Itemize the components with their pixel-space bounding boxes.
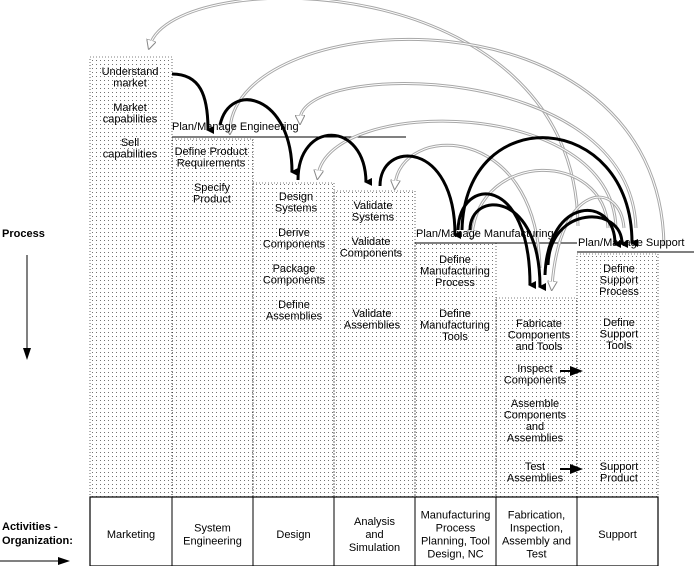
plan-manufacturing-label: Plan/Manage Manufacturing <box>416 228 554 240</box>
arrow-fabrication-to-support-tools <box>546 215 629 266</box>
column-system-engineering <box>171 138 254 498</box>
arrow-manufacturing-to-support <box>460 136 639 247</box>
plan-support-label: Plan/Manage Support <box>578 237 684 249</box>
arrow-manufacturing-to-fabrication <box>456 192 537 289</box>
arrow-market-to-engineering <box>171 72 215 134</box>
arrow-engineering-to-design <box>218 98 299 176</box>
arrow-analysis-to-manufacturing <box>378 154 462 239</box>
arrow-design-to-analysis <box>296 133 373 186</box>
plan-engineering-label: Plan/Manage Engineering <box>172 121 299 133</box>
feedback-arrows <box>150 0 666 286</box>
organization-cell-0: Marketing <box>107 529 155 541</box>
organization-cell-6: Support <box>598 529 637 541</box>
organization-label: Organization: <box>2 535 73 547</box>
organization-cell-2: Design <box>276 529 310 541</box>
activity-columns <box>89 56 659 498</box>
column-fabrication <box>495 297 578 498</box>
flow-arrows <box>171 72 639 474</box>
column-support <box>576 253 659 498</box>
process-label: Process <box>2 228 45 240</box>
activities-label: Activities - <box>2 521 58 533</box>
column-marketing <box>89 56 173 498</box>
arrow-planning-to-fabrication <box>468 203 547 291</box>
